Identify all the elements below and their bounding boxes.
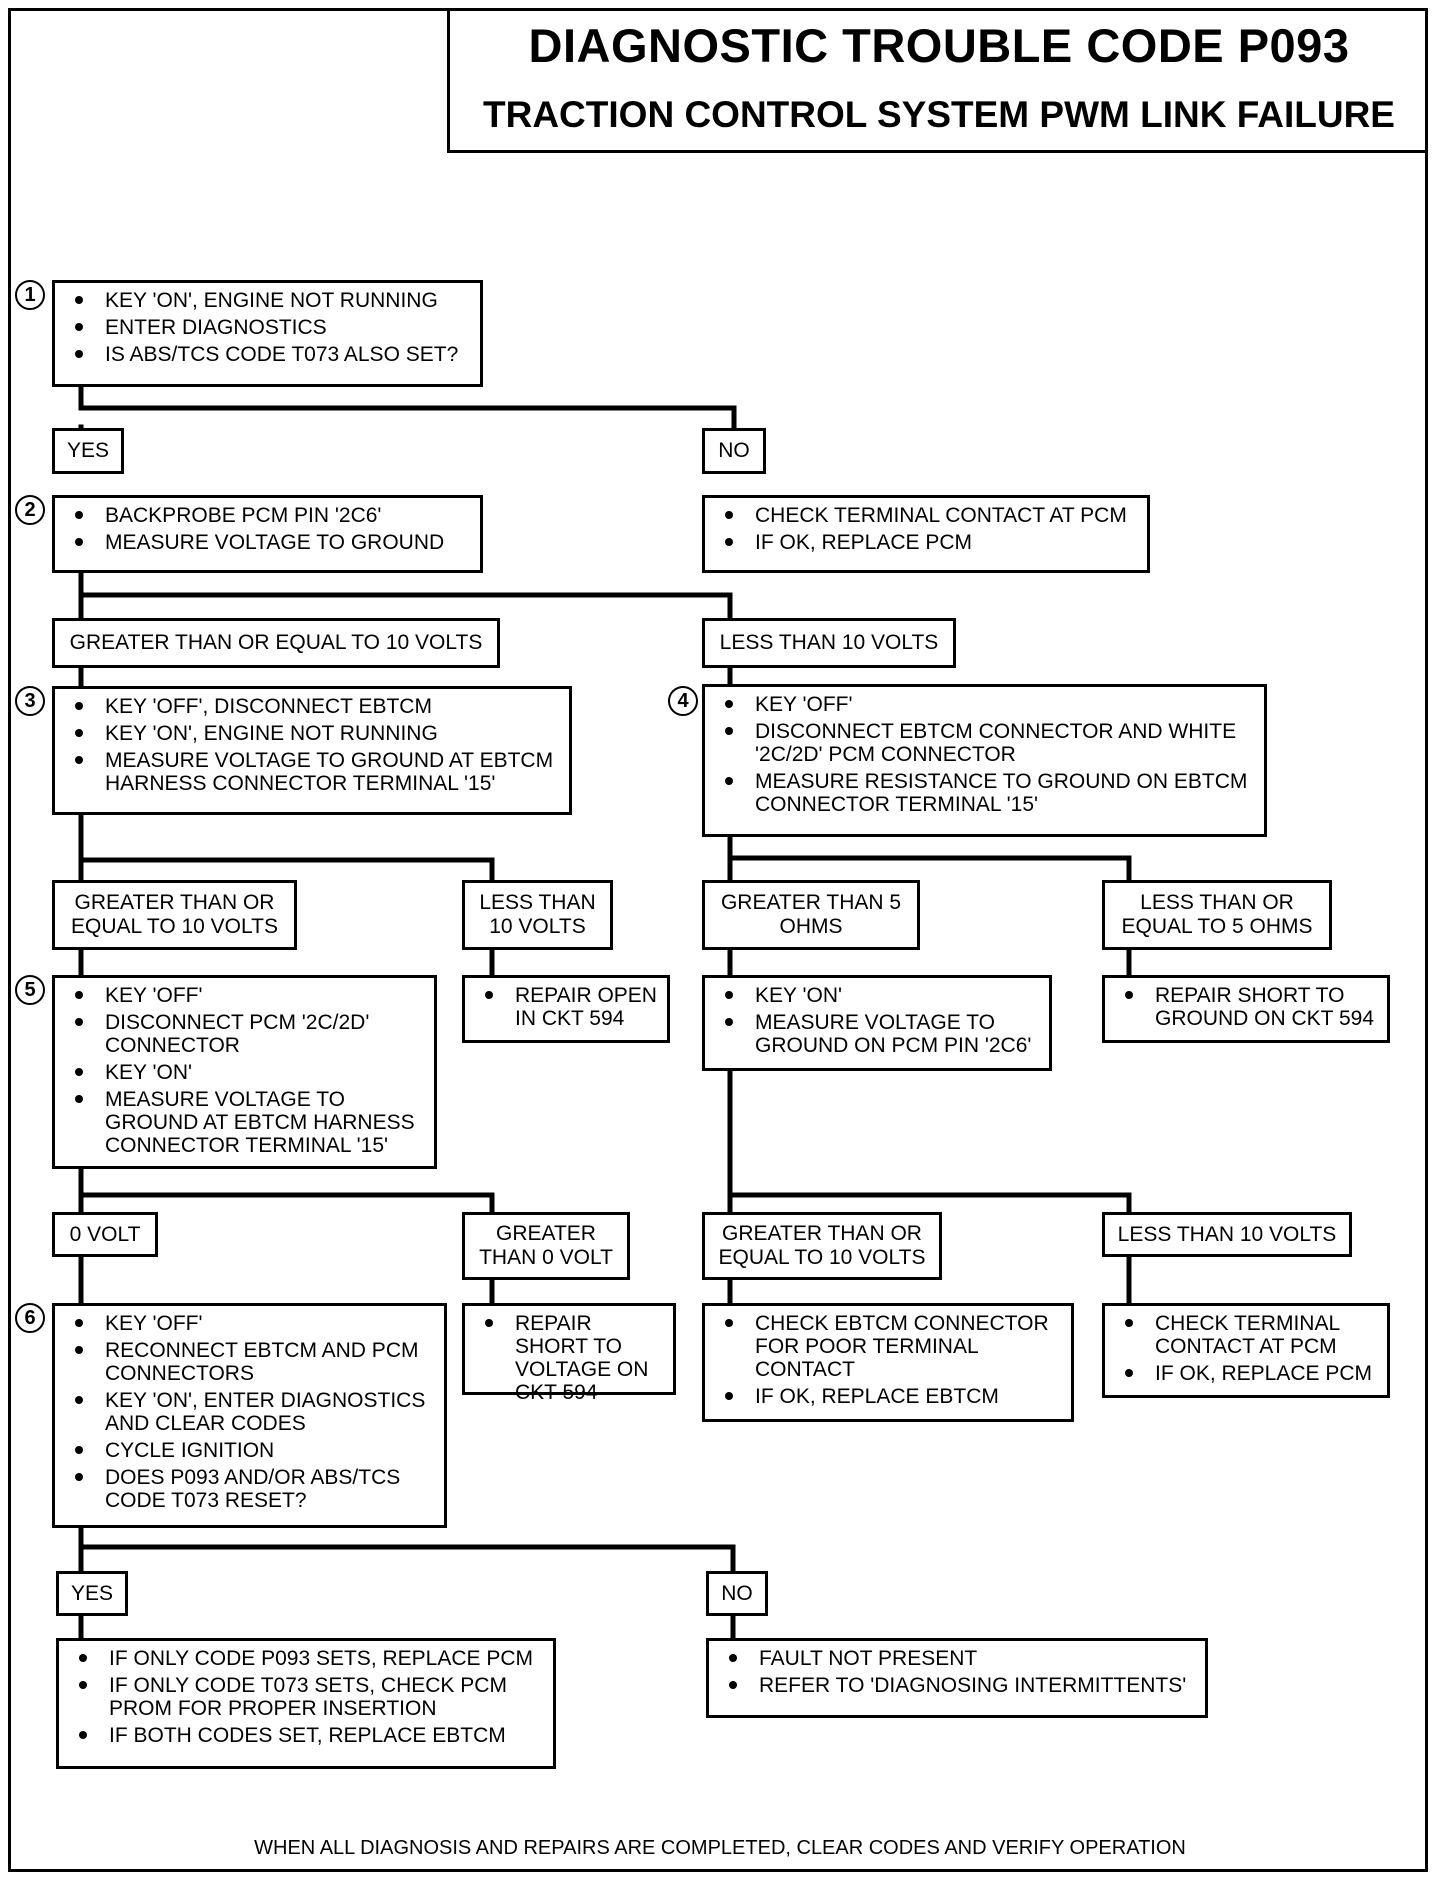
step-4-line: KEY 'OFF': [721, 693, 1256, 716]
connector-step1: [78, 381, 737, 435]
step-2-line: MEASURE VOLTAGE TO GROUND: [71, 531, 472, 554]
step-5-line: KEY 'OFF': [71, 984, 426, 1007]
action-repair-open-box: REPAIR OPEN IN CKT 594: [462, 975, 670, 1043]
step-6-line: KEY 'ON', ENTER DIAGNOSTICS AND CLEAR CO…: [71, 1389, 436, 1435]
step-1-box: KEY 'ON', ENGINE NOT RUNNING ENTER DIAGN…: [52, 280, 483, 387]
step-6-line: KEY 'OFF': [71, 1312, 436, 1335]
step-3-line: KEY 'OFF', DISCONNECT EBTCM: [71, 695, 561, 718]
step-6-box: KEY 'OFF' RECONNECT EBTCM AND PCM CONNEC…: [52, 1303, 447, 1528]
step-number-3: 3: [15, 686, 45, 716]
action-line: IF OK, REPLACE PCM: [1121, 1362, 1379, 1385]
step-5-line: MEASURE VOLTAGE TO GROUND AT EBTCM HARNE…: [71, 1088, 426, 1157]
step-number-4: 4: [668, 686, 698, 716]
action-repair-short-voltage-box: REPAIR SHORT TO VOLTAGE ON CKT 594: [462, 1303, 676, 1404]
action-check-terminal-pcm-box: CHECK TERMINAL CONTACT AT PCM IF OK, REP…: [1102, 1303, 1390, 1398]
action-line: IF BOTH CODES SET, REPLACE EBTCM: [75, 1724, 545, 1747]
step-1-line: IS ABS/TCS CODE T073 ALSO SET?: [71, 343, 472, 366]
page-title: DIAGNOSTIC TROUBLE CODE P093: [528, 19, 1350, 72]
step-5-line: KEY 'ON': [71, 1061, 426, 1084]
step-number-1: 1: [15, 280, 45, 310]
connector-step2: [78, 557, 733, 621]
branch-label-0-volt: 0 VOLT: [52, 1212, 158, 1257]
action-line: IF ONLY CODE P093 SETS, REPLACE PCM: [75, 1647, 545, 1670]
branch-label-gt5-ohms: GREATER THAN 5 OHMS: [702, 880, 920, 950]
branch-label-no: NO: [702, 428, 766, 474]
action-line: REPAIR SHORT TO GROUND ON CKT 594: [1121, 984, 1379, 1030]
branch-label-ge10: GREATER THAN OR EQUAL TO 10 VOLTS: [702, 1212, 942, 1280]
step-2-line: BACKPROBE PCM PIN '2C6': [71, 504, 472, 527]
action-line: IF OK, REPLACE EBTCM: [721, 1385, 1063, 1408]
branch-label-ge10: GREATER THAN OR EQUAL TO 10 VOLTS: [52, 618, 500, 668]
branch-label-le5-ohms: LESS THAN OR EQUAL TO 5 OHMS: [1102, 880, 1332, 950]
action-line: REPAIR OPEN IN CKT 594: [481, 984, 659, 1030]
branch-label-lt10: LESS THAN 10 VOLTS: [462, 880, 613, 950]
action-line: REPAIR SHORT TO VOLTAGE ON CKT 594: [481, 1312, 665, 1404]
branch-label-lt10: LESS THAN 10 VOLTS: [702, 618, 956, 668]
branch-label-lt10: LESS THAN 10 VOLTS: [1102, 1212, 1352, 1257]
footer-note: WHEN ALL DIAGNOSIS AND REPAIRS ARE COMPL…: [254, 1837, 1186, 1859]
branch-label-no: NO: [706, 1571, 768, 1616]
step-4-line: MEASURE RESISTANCE TO GROUND ON EBTCM CO…: [721, 770, 1256, 816]
branch-label-yes: YES: [52, 428, 124, 474]
page-subtitle: TRACTION CONTROL SYSTEM PWM LINK FAILURE: [483, 94, 1395, 135]
action-line: CHECK TERMINAL CONTACT AT PCM: [721, 504, 1139, 527]
action-check-ebtcm-box: CHECK EBTCM CONNECTOR FOR POOR TERMINAL …: [702, 1303, 1074, 1422]
connector-step4: [727, 831, 1132, 883]
action-key-on-box: KEY 'ON' MEASURE VOLTAGE TO GROUND ON PC…: [702, 975, 1052, 1071]
connector-step5: [78, 1163, 495, 1215]
branch-label-gt0-volt: GREATER THAN 0 VOLT: [462, 1212, 630, 1280]
action-line: MEASURE VOLTAGE TO GROUND ON PCM PIN '2C…: [721, 1011, 1041, 1057]
connector-step3: [78, 809, 495, 883]
step-6-line: RECONNECT EBTCM AND PCM CONNECTORS: [71, 1339, 436, 1385]
step-5-line: DISCONNECT PCM '2C/2D' CONNECTOR: [71, 1011, 426, 1057]
action-line: CHECK EBTCM CONNECTOR FOR POOR TERMINAL …: [721, 1312, 1063, 1381]
step-1-line: ENTER DIAGNOSTICS: [71, 316, 472, 339]
step-number-6: 6: [15, 1303, 45, 1333]
final-no-box: FAULT NOT PRESENT REFER TO 'DIAGNOSING I…: [706, 1638, 1208, 1718]
branch-label-yes: YES: [56, 1571, 128, 1616]
action-line: IF OK, REPLACE PCM: [721, 531, 1139, 554]
step-3-line: KEY 'ON', ENGINE NOT RUNNING: [71, 722, 561, 745]
step-2-box: BACKPROBE PCM PIN '2C6' MEASURE VOLTAGE …: [52, 495, 483, 573]
branch-label-ge10: GREATER THAN OR EQUAL TO 10 VOLTS: [52, 880, 297, 950]
step-5-box: KEY 'OFF' DISCONNECT PCM '2C/2D' CONNECT…: [52, 975, 437, 1169]
action-line: FAULT NOT PRESENT: [725, 1647, 1197, 1670]
step-4-line: DISCONNECT EBTCM CONNECTOR AND WHITE '2C…: [721, 720, 1256, 766]
step-6-line: CYCLE IGNITION: [71, 1439, 436, 1462]
action-line: CHECK TERMINAL CONTACT AT PCM: [1121, 1312, 1379, 1358]
connector-step6: [78, 1522, 736, 1574]
action-line: REFER TO 'DIAGNOSING INTERMITTENTS': [725, 1674, 1197, 1697]
connector-step4b: [727, 1065, 1132, 1215]
page-frame: [8, 8, 1428, 1872]
action-line: IF ONLY CODE T073 SETS, CHECK PCM PROM F…: [75, 1674, 545, 1720]
step-3-line: MEASURE VOLTAGE TO GROUND AT EBTCM HARNE…: [71, 749, 561, 795]
final-yes-box: IF ONLY CODE P093 SETS, REPLACE PCM IF O…: [56, 1638, 556, 1769]
step-3-box: KEY 'OFF', DISCONNECT EBTCM KEY 'ON', EN…: [52, 686, 572, 815]
action-line: KEY 'ON': [721, 984, 1041, 1007]
step-number-2: 2: [15, 495, 45, 525]
action-repair-short-ground-box: REPAIR SHORT TO GROUND ON CKT 594: [1102, 975, 1390, 1043]
step-1-line: KEY 'ON', ENGINE NOT RUNNING: [71, 289, 472, 312]
title-block: DIAGNOSTIC TROUBLE CODE P093 TRACTION CO…: [447, 8, 1428, 153]
step-6-line: DOES P093 AND/OR ABS/TCS CODE T073 RESET…: [71, 1466, 436, 1512]
action-check-terminal-box: CHECK TERMINAL CONTACT AT PCM IF OK, REP…: [702, 495, 1150, 573]
step-4-box: KEY 'OFF' DISCONNECT EBTCM CONNECTOR AND…: [702, 684, 1267, 837]
step-number-5: 5: [15, 975, 45, 1005]
